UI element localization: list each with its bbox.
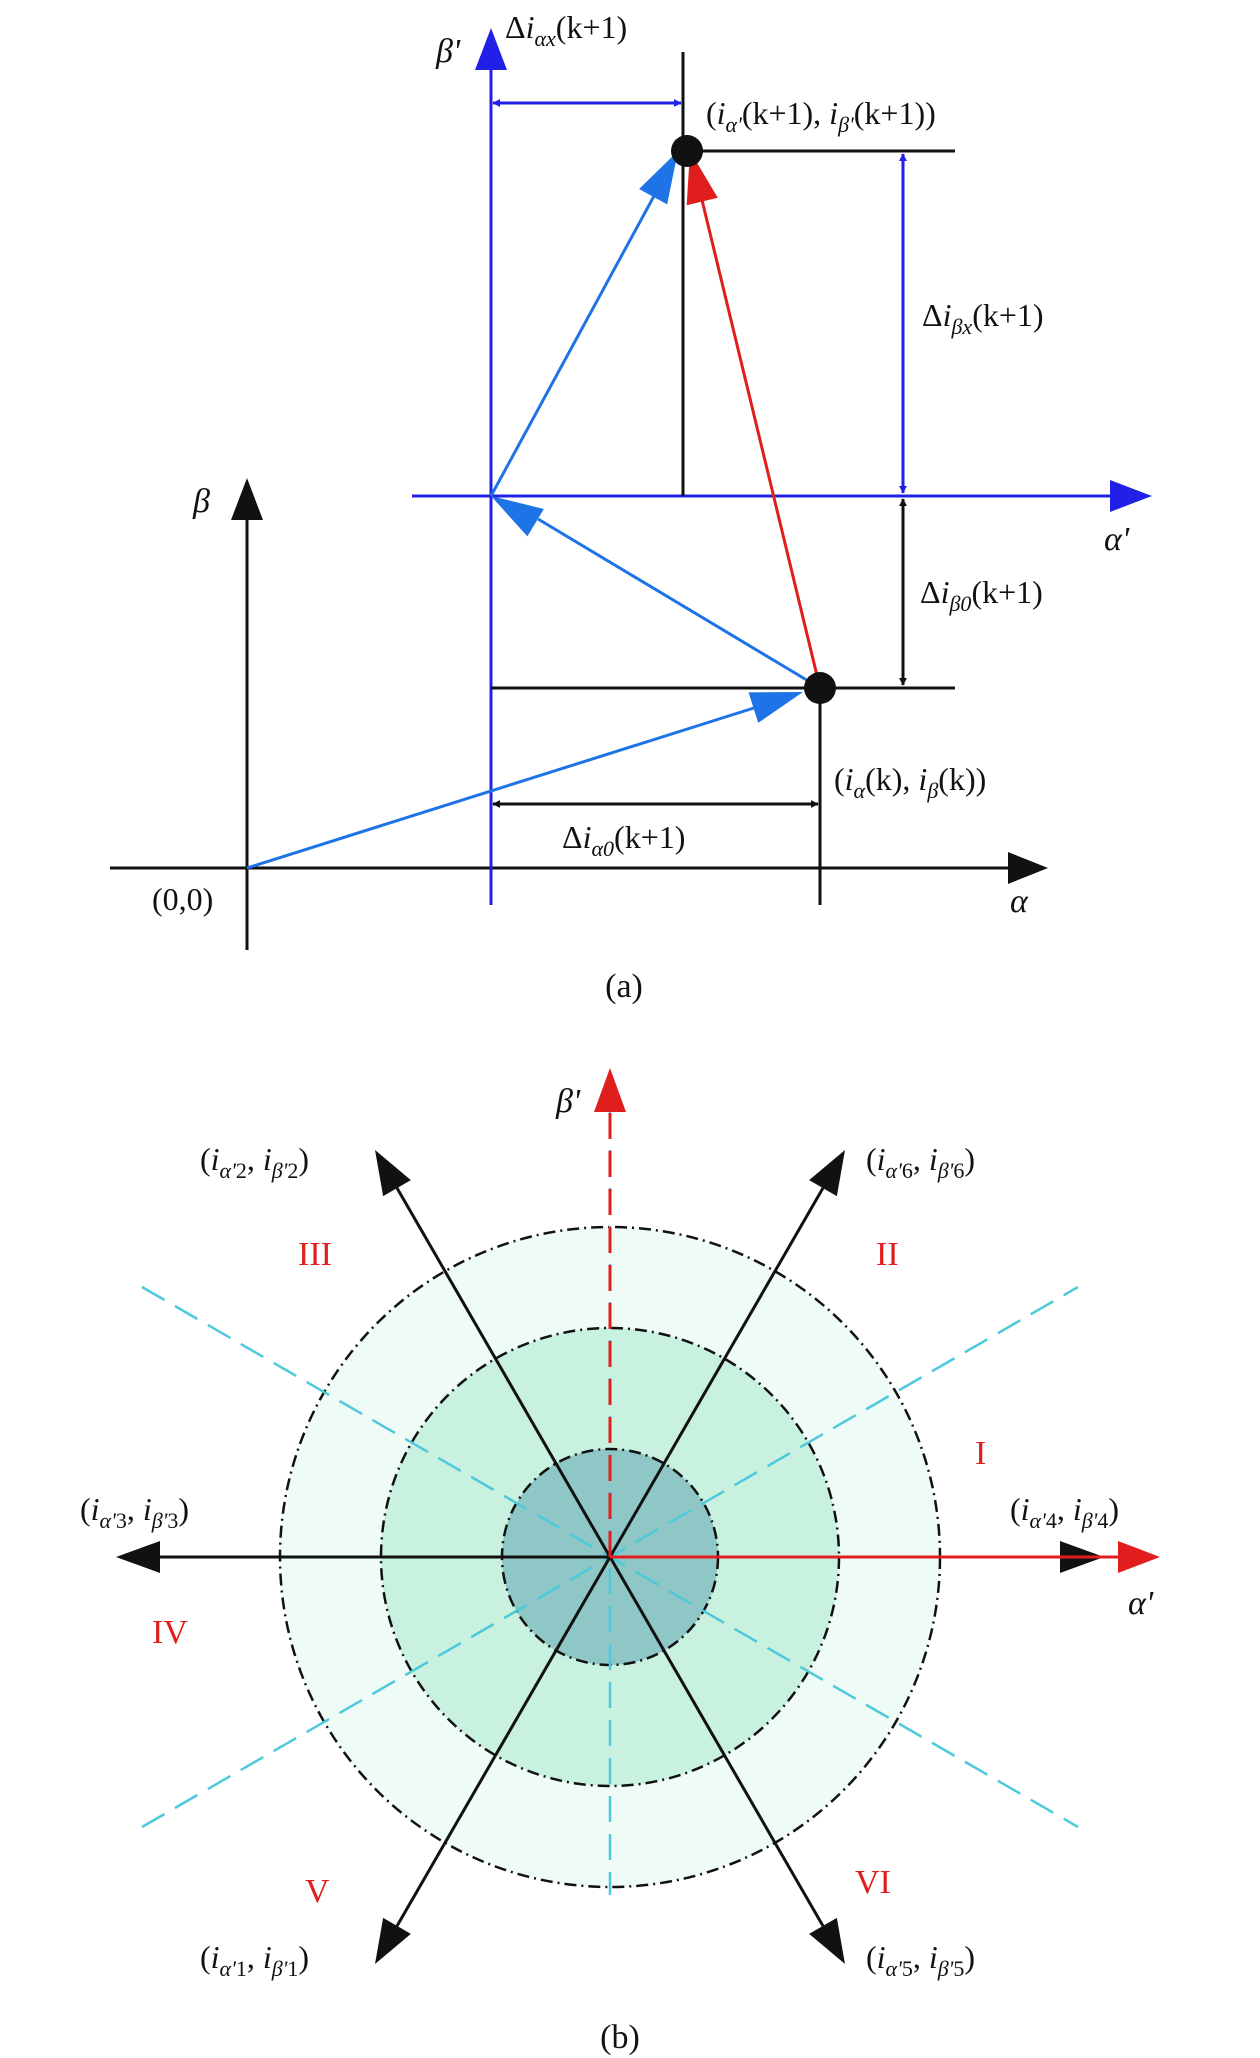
vector-origin-to-k-head-icon <box>748 692 803 723</box>
sector-label-II: II <box>876 1236 899 1273</box>
vector-label-4: (iα'4, iβ'4) <box>1010 1491 1119 1533</box>
point-k1-label: (iα'(k+1), iβ'(k+1)) <box>706 95 936 137</box>
vector-label-3: (iα'3, iβ'3) <box>80 1491 189 1533</box>
beta-prime-axis-label: β' <box>435 33 461 70</box>
vector-5-line <box>608 1556 825 1927</box>
sector-label-III: III <box>298 1236 332 1273</box>
alpha-prime-axis-arrow-icon <box>1110 480 1152 512</box>
alpha-prime-axis-label: α' <box>1104 521 1130 558</box>
vector-5-arrow-icon <box>809 1917 845 1964</box>
vector-2-line <box>395 1187 612 1558</box>
b-beta-prime-label: β' <box>555 1083 581 1120</box>
beta-axis-label: β <box>192 483 210 520</box>
point-k1-marker <box>671 135 703 167</box>
delta-beta-x-label: Δiβx(k+1) <box>922 297 1044 339</box>
sector-label-IV: IV <box>152 1614 188 1651</box>
beta-axis-arrow-icon <box>231 478 263 520</box>
vector-prime-origin-to-k1 <box>489 195 656 497</box>
sector-label-V: V <box>305 1873 330 1910</box>
panel-b: α' β' I II III IV V VI (iα'2, iβ'2) (iα'… <box>80 1068 1160 2056</box>
caption-b: (b) <box>600 2019 640 2056</box>
vector-6-line <box>608 1187 825 1558</box>
vector-origin-to-k <box>246 705 758 870</box>
vector-k-to-prime-origin <box>537 517 821 690</box>
delta-beta-0-label: Δiβ0(k+1) <box>920 574 1043 616</box>
beta-prime-axis-arrow-icon <box>475 28 507 70</box>
origin-label: (0,0) <box>152 881 213 917</box>
sector-label-I: I <box>975 1435 986 1472</box>
vector-1-arrow-icon <box>375 1917 411 1964</box>
vector-3-arrow-icon <box>116 1541 160 1573</box>
vector-label-1: (iα'1, iβ'1) <box>200 1939 309 1981</box>
vector-6-arrow-icon <box>809 1150 845 1197</box>
vector-2-arrow-icon <box>375 1150 411 1197</box>
vector-prime-origin-to-k1-head-icon <box>639 151 678 205</box>
panel-a: (0,0) α β α' β' Δiαx(k+1) (iα'(k+1), iβ'… <box>110 9 1152 1005</box>
vector-k-to-prime-origin-head-icon <box>491 496 544 537</box>
delta-alpha-0-label: Δiα0(k+1) <box>562 819 685 861</box>
delta-alpha-x-label: Δiαx(k+1) <box>505 9 627 51</box>
caption-a: (a) <box>605 968 643 1005</box>
vector-label-2: (iα'2, iβ'2) <box>200 1141 309 1183</box>
point-k-label: (iα(k), iβ(k)) <box>834 761 986 803</box>
vector-label-6: (iα'6, iβ'6) <box>866 1141 975 1183</box>
sector-label-VI: VI <box>855 1864 891 1901</box>
red-beta-prime-arrow-icon <box>594 1068 626 1112</box>
vector-k-to-k1 <box>700 199 822 689</box>
b-alpha-prime-label: α' <box>1128 1585 1154 1622</box>
point-k-marker <box>804 672 836 704</box>
alpha-axis-arrow-icon <box>1008 852 1048 884</box>
vector-label-5: (iα'5, iβ'5) <box>866 1939 975 1981</box>
red-alpha-prime-arrow-icon <box>1118 1541 1160 1573</box>
vector-1-line <box>395 1556 612 1927</box>
alpha-axis-label: α <box>1010 883 1029 920</box>
